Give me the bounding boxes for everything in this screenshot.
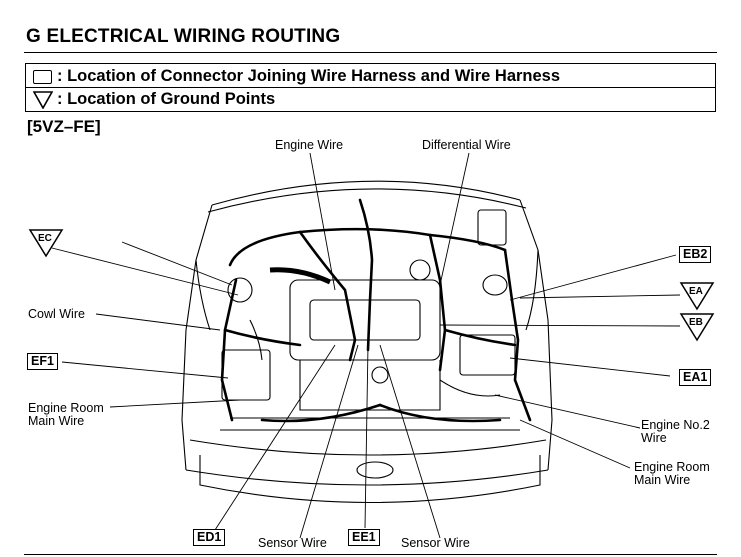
label-cowl-wire: Cowl Wire — [28, 307, 85, 321]
connector-eb2: EB2 — [679, 246, 712, 263]
label-differential-wire: Differential Wire — [422, 138, 511, 152]
connector-square-icon — [33, 69, 52, 84]
connector-ed1: ED1 — [193, 529, 226, 546]
label-engine-no2-2: Wire — [641, 431, 667, 445]
ground-eb-label: EB — [689, 317, 703, 328]
legend-box: : Location of Connector Joining Wire Har… — [25, 63, 716, 112]
legend-ground-text: : Location of Ground Points — [57, 90, 276, 108]
ground-ec-icon — [28, 229, 64, 258]
legend-separator — [26, 87, 715, 88]
label-sensor-wire-right: Sensor Wire — [401, 536, 470, 550]
bottom-rule — [24, 554, 717, 555]
label-sensor-wire-left: Sensor Wire — [258, 536, 327, 550]
label-engine-room-main-right-2: Main Wire — [634, 473, 691, 487]
connector-ee1: EE1 — [348, 529, 380, 546]
ground-ea-label: EA — [689, 286, 703, 297]
legend-connector-text: : Location of Connector Joining Wire Har… — [57, 67, 561, 85]
label-engine-no2-1: Engine No.2 — [641, 418, 710, 432]
legend-connector-row: : Location of Connector Joining Wire Har… — [33, 67, 560, 86]
page-title: G ELECTRICAL WIRING ROUTING — [26, 26, 341, 47]
connector-ef1: EF1 — [27, 353, 58, 370]
title-rule — [24, 52, 717, 53]
legend-ground-row: : Location of Ground Points — [33, 90, 275, 109]
label-engine-wire: Engine Wire — [275, 138, 344, 152]
label-engine-room-main-left-2: Main Wire — [28, 414, 85, 428]
ground-ea-icon — [679, 282, 715, 311]
label-engine-room-main-left-1: Engine Room — [28, 401, 104, 415]
connector-ea1: EA1 — [679, 369, 712, 386]
ground-ec-label: EC — [38, 233, 52, 244]
label-engine-room-main-right-1: Engine Room — [634, 460, 710, 474]
engine-variant: [5VZ–FE] — [27, 117, 101, 136]
ground-triangle-icon — [33, 90, 53, 109]
ground-eb-icon — [679, 313, 715, 342]
